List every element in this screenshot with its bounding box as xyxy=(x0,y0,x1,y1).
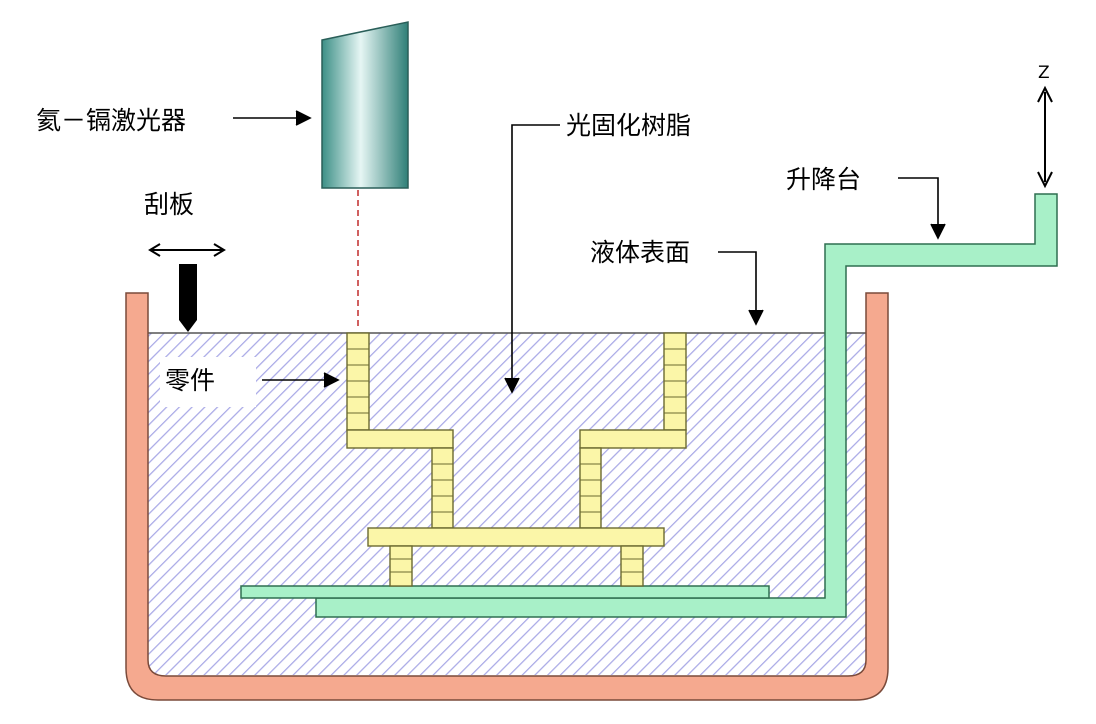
liquid-surface-label: 液体表面 xyxy=(590,238,690,267)
scraper-label: 刮板 xyxy=(144,190,194,219)
z-axis-arrow xyxy=(1037,85,1053,189)
build-plate xyxy=(240,585,770,599)
elevator-platform xyxy=(315,193,1058,618)
laser-head xyxy=(321,21,409,189)
resin-tank xyxy=(125,292,889,701)
part-layer-lines xyxy=(347,348,686,573)
scraper xyxy=(179,264,197,332)
resin-label: 光固化树脂 xyxy=(566,111,691,140)
resin-liquid xyxy=(148,332,866,675)
part-label: 零件 xyxy=(165,366,215,395)
platform-label: 升降台 xyxy=(786,165,861,194)
part-label-box xyxy=(160,357,256,407)
leader-arrows xyxy=(233,110,946,394)
z-axis-label: Z xyxy=(1038,63,1050,83)
laser-label: 氦－镉激光器 xyxy=(36,106,186,135)
scraper-motion-arrow xyxy=(148,243,226,257)
